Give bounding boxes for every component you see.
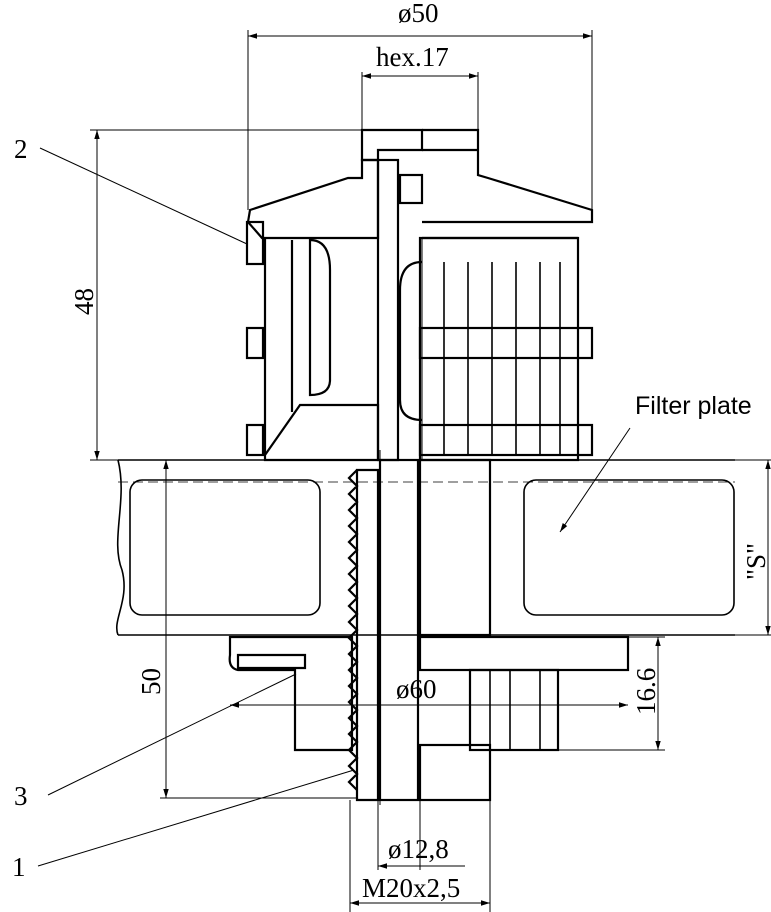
dim-diameter-50: ø50 <box>398 0 439 28</box>
dim-hex-17: hex.17 <box>376 42 449 72</box>
dim-height-48: 48 <box>69 288 99 315</box>
dimension-lines <box>90 30 771 912</box>
callout-filter-plate: Filter plate <box>635 392 752 420</box>
filter-fins <box>398 236 594 462</box>
filter-plate-leader <box>559 427 631 533</box>
dim-diameter-60: ø60 <box>396 674 437 704</box>
thread-right <box>418 458 492 637</box>
callout-1: 1 <box>12 852 26 882</box>
callout-2: 2 <box>14 134 28 164</box>
dim-thread-m20: M20x2,5 <box>362 873 460 903</box>
threaded-shaft <box>347 450 492 805</box>
filter-plate <box>116 459 735 636</box>
dim-16-6: 16.6 <box>631 668 661 715</box>
lower-nut-item-3 <box>228 635 630 752</box>
dim-diameter-12-8: ø12,8 <box>388 834 449 864</box>
upper-housing-exterior <box>398 128 594 462</box>
seal-ring-item-2 <box>245 220 265 266</box>
callout-3: 3 <box>14 781 28 811</box>
upper-housing-section <box>245 128 424 462</box>
dim-thickness-s: "S" <box>741 543 771 580</box>
dim-height-50: 50 <box>136 668 166 695</box>
leader-lines <box>37 147 631 867</box>
